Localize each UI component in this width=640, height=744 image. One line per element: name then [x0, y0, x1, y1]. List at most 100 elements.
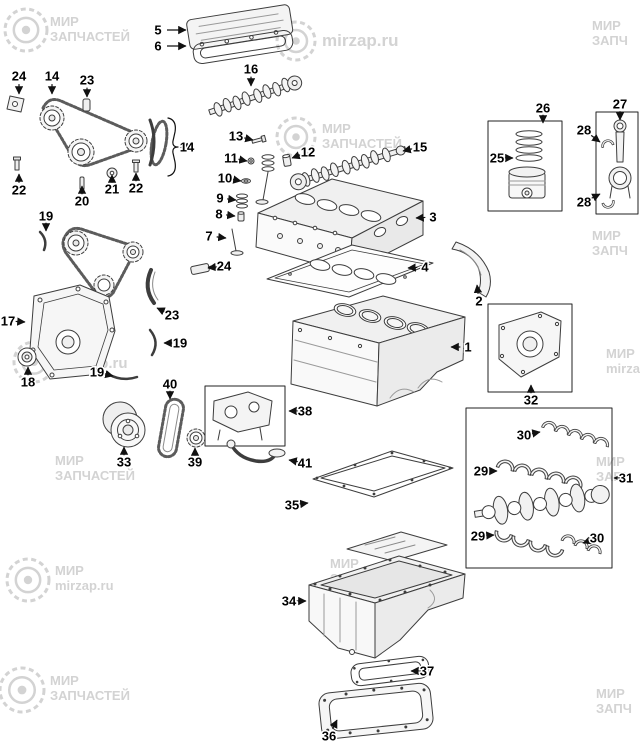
svg-text:41: 41: [298, 456, 312, 471]
thrust-bearings-30-upper: [541, 419, 611, 448]
svg-text:22: 22: [129, 181, 143, 196]
callout-29: 29: [472, 462, 498, 480]
callout-22: 22: [10, 173, 28, 199]
timing-cover-drawing: [29, 284, 116, 380]
lower-timing-drive-drawing: [38, 226, 215, 305]
valvetrain-small-parts-drawing: [230, 134, 292, 256]
svg-text:26: 26: [536, 101, 550, 116]
svg-text:33: 33: [117, 455, 131, 470]
callout-41: 41: [288, 454, 314, 472]
crankshaft-drawing: [473, 483, 610, 525]
callout-3: 3: [415, 208, 438, 226]
callout-23: 23: [156, 306, 181, 324]
piston-box: [487, 120, 563, 212]
camshaft-16-drawing: [208, 75, 303, 117]
callout-22: 22: [127, 172, 145, 197]
callout-19: 19: [37, 207, 55, 232]
svg-text:18: 18: [21, 375, 35, 390]
callout-11: 11: [223, 149, 248, 167]
callout-28: 28: [575, 121, 601, 143]
oil-pump-sprocket-drawing: [186, 428, 206, 448]
svg-text:24: 24: [12, 69, 27, 84]
callout-36: 36: [320, 719, 338, 744]
callout-9: 9: [215, 189, 237, 207]
lower-oil-pan-drawing: [318, 682, 434, 740]
svg-text:22: 22: [12, 183, 26, 198]
svg-text:28: 28: [577, 123, 591, 138]
svg-text:23: 23: [80, 73, 94, 88]
chain-guide-drawing: [451, 241, 491, 298]
svg-text:3: 3: [429, 210, 436, 225]
callout-16: 16: [242, 60, 260, 87]
svg-text:19: 19: [90, 365, 104, 380]
callout-32: 32: [522, 384, 540, 409]
svg-text:32: 32: [524, 393, 538, 408]
oil-pump-chain-drawing: [157, 397, 185, 459]
svg-text:25: 25: [490, 151, 504, 166]
valve-spring-drawing: [236, 193, 248, 209]
callout-18: 18: [19, 366, 37, 391]
watermark-text-3: mirzap.ru: [322, 31, 399, 50]
svg-text:9: 9: [216, 191, 223, 206]
callout-25: 25: [488, 149, 514, 167]
oil-pickup-drawing: [226, 439, 286, 464]
callout-10: 10: [216, 169, 242, 187]
svg-text:2: 2: [475, 294, 482, 309]
lower-pan-gasket-drawing: [350, 655, 430, 687]
svg-text:29: 29: [474, 464, 488, 479]
callout-26: 26: [534, 99, 552, 124]
svg-text:30: 30: [517, 428, 531, 443]
piston-rings-drawing: [515, 130, 543, 162]
callout-24: 24: [10, 67, 28, 95]
svg-text:31: 31: [619, 471, 633, 486]
svg-text:19: 19: [173, 336, 187, 351]
callout-4: 4: [407, 258, 431, 276]
svg-text:17: 17: [1, 314, 15, 329]
upper-timing-drive-drawing: [6, 95, 169, 191]
svg-text:28: 28: [577, 195, 591, 210]
callout-37: 37: [410, 662, 436, 680]
svg-text:16: 16: [244, 62, 258, 77]
watermark-logo-13: [5, 557, 51, 603]
callout-8: 8: [214, 205, 236, 223]
callout-38: 38: [288, 402, 314, 420]
callout-14: 14: [43, 67, 61, 95]
callout-28: 28: [575, 193, 601, 211]
main-bearings-29-lower: [492, 530, 565, 560]
callout-12: 12: [291, 143, 317, 161]
callout-6: 6: [153, 37, 187, 55]
svg-text:14: 14: [180, 140, 195, 155]
svg-text:14: 14: [45, 69, 60, 84]
svg-text:24: 24: [217, 259, 232, 274]
callout-7: 7: [204, 227, 227, 245]
svg-text:38: 38: [298, 404, 312, 419]
connecting-rod-box: [595, 111, 639, 215]
callout-5: 5: [153, 21, 187, 39]
callout-27: 27: [611, 95, 629, 121]
callout-14: 14: [178, 138, 196, 156]
callout-23: 23: [78, 71, 96, 98]
callout-21: 21: [103, 174, 121, 198]
svg-text:8: 8: [215, 207, 222, 222]
watermark-logo-2: [275, 20, 317, 62]
callout-24: 24: [207, 257, 233, 275]
head-gasket-drawing: [266, 244, 434, 298]
svg-text:11: 11: [224, 151, 238, 166]
svg-text:mirzap.ru: mirzap.ru: [322, 31, 399, 50]
windage-tray-drawing: [346, 531, 448, 562]
crank-seal-drawing: [17, 347, 37, 367]
callout-40: 40: [161, 375, 179, 400]
